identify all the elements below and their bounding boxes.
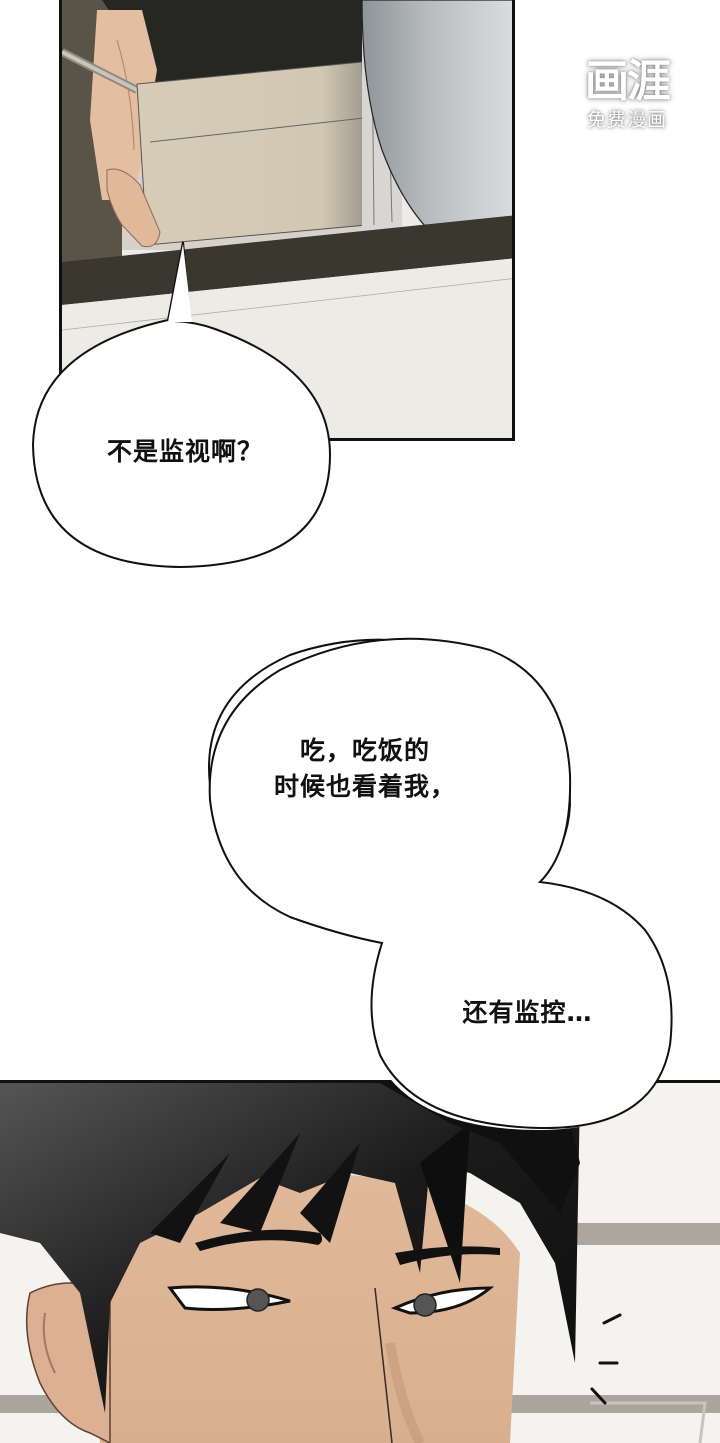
panel-2-artwork [0, 1083, 720, 1443]
comic-panel-bottom [0, 1080, 720, 1443]
bubble-2-line-2: 时候也看着我， [273, 772, 456, 801]
bubble-2-text: 吃，吃饭的 时候也看着我， [240, 733, 490, 805]
bubble-1-text: 不是监视啊？ [60, 434, 310, 470]
watermark: 画涯 免费漫画 [566, 56, 688, 132]
bubble-3-text: 还有监控… [405, 995, 650, 1031]
comic-panel-top [59, 0, 515, 441]
speech-bubble-2-3-outline [208, 637, 673, 1130]
watermark-subtitle: 免费漫画 [586, 109, 667, 131]
bubble-2-line-1: 吃，吃饭的 [299, 736, 430, 765]
bubble-3-line-1: 还有监控… [462, 998, 593, 1027]
watermark-logo: 画涯 [585, 56, 671, 107]
panel-1-artwork [62, 0, 512, 438]
speech-bubble-1 [31, 241, 332, 569]
bubble-1-line-1: 不是监视啊？ [106, 437, 263, 466]
